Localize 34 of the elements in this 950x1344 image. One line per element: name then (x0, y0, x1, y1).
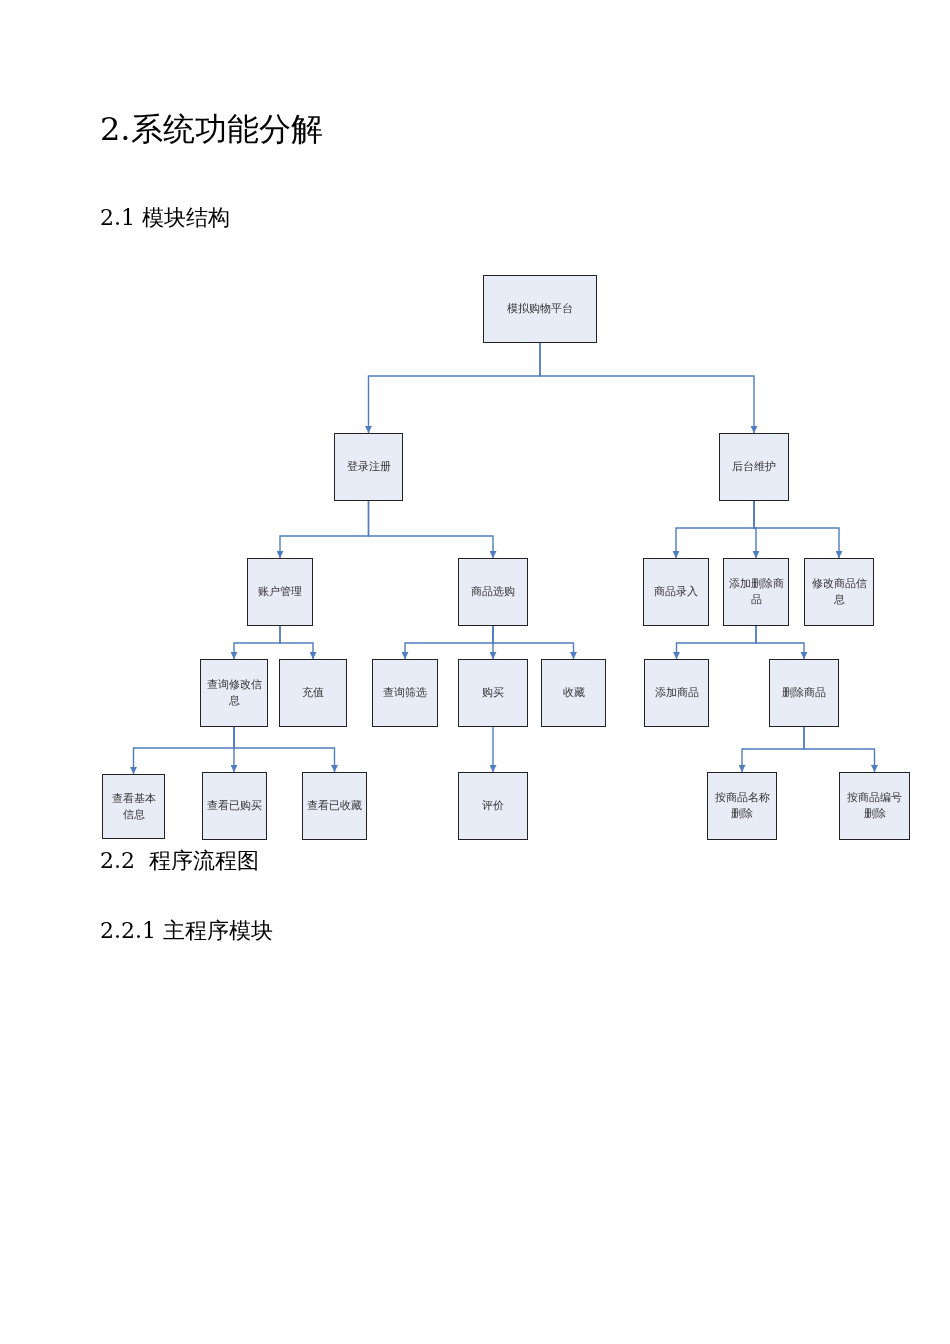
module-box: 修改商品信息 (804, 558, 874, 626)
connector-arrow (539, 342, 758, 434)
module-box: 充值 (279, 659, 347, 727)
module-box: 登录注册 (334, 433, 403, 501)
module-box: 模拟购物平台 (483, 275, 597, 343)
connector-arrow (753, 500, 843, 559)
subsection-heading: 2.2 程序流程图 (100, 847, 259, 875)
module-box: 商品选购 (458, 558, 528, 626)
module-box: 商品录入 (643, 558, 709, 626)
connector-arrow (367, 500, 497, 559)
module-box: 添加商品 (644, 659, 709, 727)
module-box: 添加删除商品 (723, 558, 789, 626)
module-box: 查看已收藏 (302, 772, 367, 840)
connector-arrow (803, 726, 878, 773)
module-box: 后台维护 (719, 433, 789, 501)
subsection-heading: 2.2.1 主程序模块 (100, 917, 273, 945)
subsection-heading: 2.1 模块结构 (100, 204, 230, 232)
module-box: 查询修改信息 (200, 659, 268, 727)
module-box: 删除商品 (769, 659, 839, 727)
module-box: 按商品编号删除 (839, 772, 910, 840)
module-box: 收藏 (541, 659, 606, 727)
module-box: 查看已购买 (202, 772, 267, 840)
connector-arrow (279, 625, 317, 660)
connector-arrow (233, 726, 338, 773)
module-box: 评价 (458, 772, 528, 840)
module-box: 查看基本信息 (102, 774, 165, 839)
section-heading: 2.系统功能分解 (100, 109, 323, 150)
module-box: 购买 (458, 659, 528, 727)
connector-arrow (489, 726, 497, 773)
connector-arrow (492, 625, 577, 660)
connector-arrow (755, 625, 808, 660)
module-box: 账户管理 (247, 558, 313, 626)
module-box: 查询筛选 (372, 659, 438, 727)
module-box: 按商品名称删除 (707, 772, 777, 840)
